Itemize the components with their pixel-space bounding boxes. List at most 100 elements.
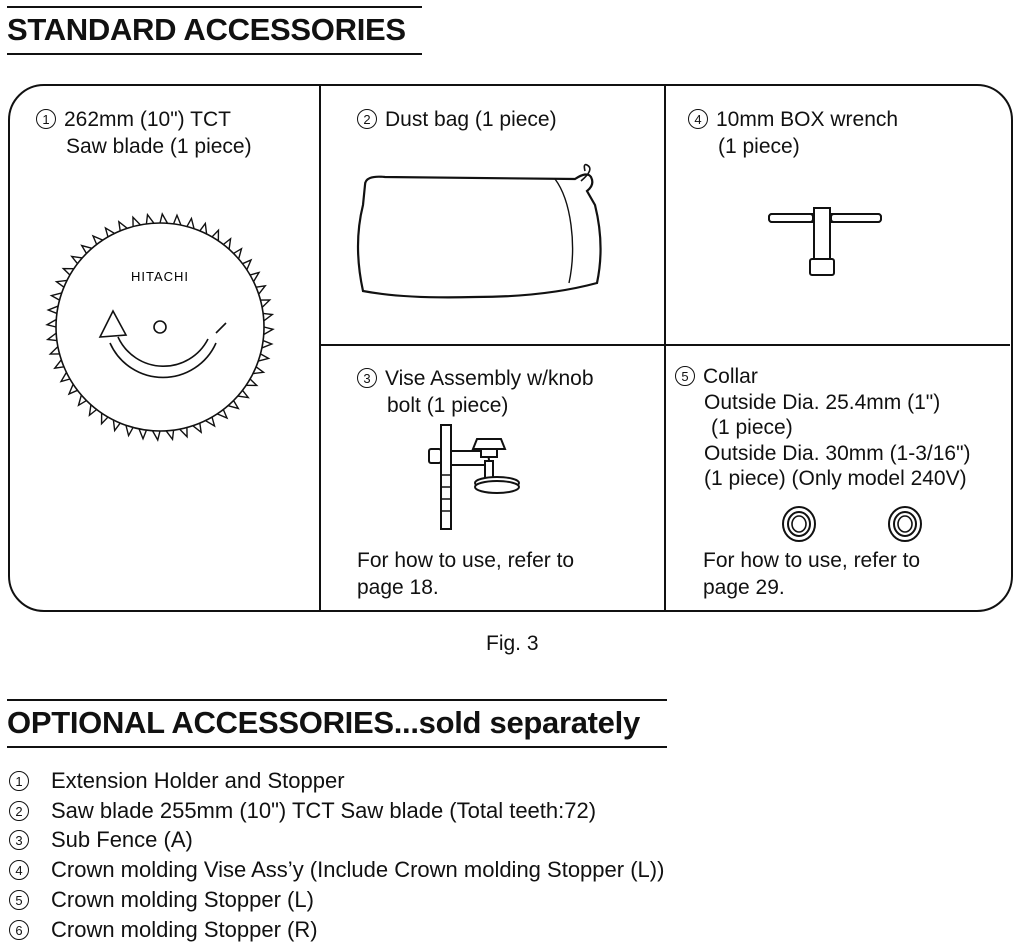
optional-accessories-list: 1 Extension Holder and Stopper 2 Saw blade…	[9, 766, 664, 944]
item-number-badge: 4	[688, 109, 708, 129]
saw-tooth	[246, 378, 259, 387]
saw-tooth	[179, 427, 188, 439]
saw-tooth	[237, 389, 250, 399]
list-item: 4 Crown molding Vise Ass’y (Include Crown…	[9, 855, 664, 885]
saw-tooth	[263, 312, 275, 322]
saw-tooth	[199, 221, 208, 235]
list-item-text: Sub Fence (A)	[51, 827, 193, 853]
saw-tooth	[186, 216, 195, 229]
saw-tooth	[205, 416, 216, 428]
accessory-text: Saw blade (1 piece)	[66, 135, 252, 158]
saw-tooth	[112, 419, 121, 433]
saw-tooth	[117, 220, 128, 232]
item-number-badge: 3	[9, 830, 29, 851]
saw-tooth	[45, 332, 57, 342]
saw-tooth	[104, 226, 115, 238]
item-number-badge: 6	[9, 919, 29, 940]
list-item-text: Saw blade 255mm (10") TCT Saw blade (Tot…	[51, 797, 597, 823]
list-item: 3 Sub Fence (A)	[9, 825, 664, 855]
item-number-badge: 2	[9, 800, 29, 821]
saw-blade-icon: HITACHI	[45, 212, 275, 442]
accessory-text: (1 piece)	[718, 135, 800, 158]
saw-tooth	[242, 258, 253, 271]
saw-tooth	[261, 339, 274, 349]
accessory-text: Collar	[703, 365, 758, 388]
saw-tooth	[192, 422, 203, 434]
list-item-text: Crown molding Stopper (L)	[51, 886, 314, 912]
saw-tooth	[211, 228, 220, 241]
saw-tooth	[59, 372, 71, 383]
usage-note-page: page 18.	[357, 576, 439, 599]
saw-tooth	[255, 284, 267, 295]
accessory-text: bolt (1 piece)	[387, 394, 509, 417]
saw-tooth	[61, 267, 74, 276]
table-divider	[320, 344, 1010, 346]
saw-tooth	[100, 413, 109, 426]
saw-tooth	[132, 215, 141, 227]
usage-note-text: For how to use, refer to	[703, 549, 921, 572]
saw-tooth	[138, 428, 148, 441]
list-item: 6 Crown molding Stopper (R)	[9, 915, 664, 944]
list-item-text: Extension Holder and Stopper	[51, 768, 345, 793]
accessory-saw-blade-label: 1 262mm (10") TCT Saw blade (1 piece)	[36, 106, 252, 160]
saw-tooth	[216, 409, 229, 420]
accessory-box-wrench-label: 4 10mm BOX wrench (1 piece)	[688, 106, 898, 160]
saw-tooth	[258, 353, 271, 362]
accessory-text: (1 piece)	[711, 416, 793, 439]
saw-tooth	[252, 366, 266, 375]
accessory-dust-bag-label: 2 Dust bag (1 piece)	[357, 106, 557, 133]
vise-assembly-icon	[428, 424, 520, 530]
saw-tooth	[91, 234, 104, 245]
item-number-badge: 2	[357, 109, 377, 129]
collar-icon	[782, 506, 922, 542]
list-item: 2 Saw blade 255mm (10") TCT Saw blade (To…	[9, 796, 664, 826]
figure-caption: Fig. 3	[486, 632, 539, 655]
table-divider	[664, 85, 666, 611]
accessory-text: Outside Dia. 30mm (1-3/16")	[704, 441, 971, 465]
blade-logo: HITACHI	[131, 269, 189, 284]
accessory-text: 10mm BOX wrench	[716, 108, 899, 131]
accessories-table	[8, 84, 1013, 612]
list-item-text: Crown molding Stopper (R)	[51, 916, 318, 942]
saw-tooth	[151, 430, 161, 442]
accessory-text: Outside Dia. 25.4mm (1")	[704, 390, 941, 414]
saw-tooth	[260, 299, 272, 308]
saw-tooth	[77, 394, 87, 407]
list-item: 1 Extension Holder and Stopper	[9, 766, 664, 796]
saw-tooth	[70, 255, 83, 265]
saw-tooth	[159, 212, 169, 224]
list-item-text: Crown molding Vise Ass’y (Include Crown …	[51, 857, 665, 883]
saw-tooth	[249, 271, 261, 282]
list-item: 5 Crown molding Stopper (L)	[9, 885, 664, 915]
saw-tooth	[145, 212, 155, 224]
standard-accessories-heading: STANDARD ACCESSORIES	[7, 6, 422, 55]
dust-bag-icon	[356, 163, 602, 299]
item-number-badge: 3	[357, 368, 377, 388]
saw-tooth	[46, 305, 59, 315]
accessory-text: 262mm (10") TCT	[64, 108, 231, 131]
saw-tooth	[227, 400, 240, 410]
optional-accessories-heading: OPTIONAL ACCESSORIES...sold separately	[7, 699, 667, 748]
item-number-badge: 5	[9, 889, 29, 910]
saw-tooth	[67, 383, 78, 396]
saw-tooth	[53, 359, 65, 370]
saw-tooth	[263, 326, 275, 336]
item-number-badge: 1	[9, 771, 29, 791]
saw-tooth	[45, 318, 57, 328]
saw-tooth	[54, 279, 68, 288]
collar-usage-note: For how to use, refer to page 29.	[703, 547, 920, 601]
item-number-badge: 4	[9, 860, 29, 881]
accessory-text: Vise Assembly w/knob	[385, 367, 594, 390]
vise-usage-note: For how to use, refer to page 18.	[357, 547, 574, 601]
saw-tooth	[165, 430, 175, 442]
saw-tooth	[80, 244, 93, 254]
saw-tooth	[172, 213, 182, 226]
accessory-vise-assembly-label: 3 Vise Assembly w/knob bolt (1 piece)	[357, 365, 594, 419]
saw-tooth	[233, 247, 243, 260]
accessory-text: Dust bag (1 piece)	[385, 108, 557, 131]
table-divider	[319, 85, 321, 611]
accessory-text: (1 piece) (Only model 240V)	[704, 467, 967, 490]
usage-note-page: page 29.	[703, 576, 785, 599]
item-number-badge: 1	[36, 109, 56, 129]
